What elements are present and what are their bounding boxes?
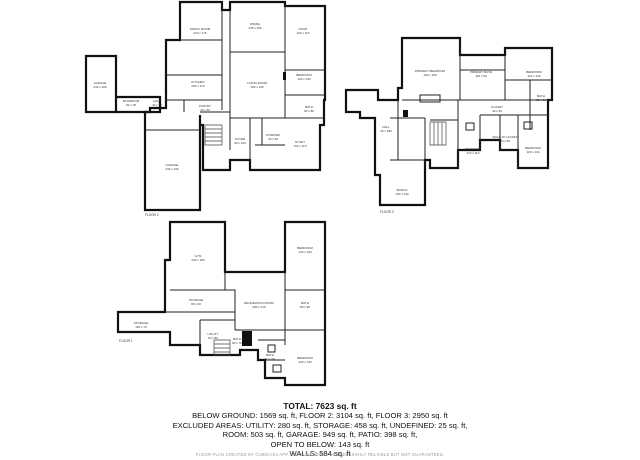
room-label: HALL [153,99,161,103]
room-label: UTILITY [207,332,218,336]
room-label: WALK-IN CLOSET [492,135,517,139]
summary-walls: WALLS: 584 sq. ft [289,449,351,459]
room-label: BATH [266,353,274,357]
room-size: 50 x 80 [536,98,546,102]
room-size: 40 x 70 [152,103,162,107]
room-label: POWDER [266,133,280,137]
room-label: DINING [250,22,261,26]
room-size: 180 x 190 [250,85,264,89]
room-size: 80 x 90 [300,305,310,309]
room-label: STORAGE [189,298,204,302]
floor-1-room-labels: GYM 220 x 180 BEDROOM 120 x 130 STORAGE … [134,246,314,364]
disclaimer-footer: FLOOR PLAN CREATED BY CUBICASA APP. MEAS… [195,452,445,457]
total-area: TOTAL: 7623 sq. ft [283,401,357,411]
room-size: 110 x 90 [475,74,487,78]
room-label: BEDROOM [297,246,313,250]
floor-plan-floor-1: GYM 220 x 180 BEDROOM 120 x 130 STORAGE … [116,220,327,387]
room-label: KITCHEN [191,80,204,84]
room-label: HALL [382,125,390,129]
room-size: 120 x 130 [298,360,312,364]
room-size: 230 x 240 [165,167,179,171]
room-size: 40 x 60 [492,109,502,113]
room-label: PANTRY [199,104,211,108]
room-label: BEDROOM [526,70,542,74]
room-size: 50 x 60 [265,357,275,361]
room-label: BEDROOM [525,146,541,150]
room-size: 110 x 110 [467,151,480,155]
floor-label: FLOOR 1 [119,339,133,343]
room-size: 60 x 80 [304,109,314,113]
floor-label: FLOOR 2 [145,213,159,217]
room-size: 82 x 78 [126,103,136,107]
room-size: 60 x 80 [208,336,218,340]
room-size: 120 x 130 [297,77,311,81]
room-label: BATH [233,337,241,341]
room-size: 70 x 60 [500,139,510,143]
room-label: STUDY [295,140,305,144]
room-label: BEDROOM [297,356,313,360]
room-label: FAMILY ROOM [190,27,211,31]
room-label: RECREATION ROOM [244,301,274,305]
room-label: MUDROOM [123,99,140,103]
floor-2-room-labels: GARAGE 243 x 200 MUDROOM 82 x 78 HALL 40… [93,22,314,171]
room-size: 100 x 110 [297,31,310,35]
room-size: 220 x 180 [191,258,205,262]
room-label: GYM [195,254,202,258]
room-label: LIVING ROOM [247,81,268,85]
room-size: 60 x 70 [232,341,242,345]
room-size: 190 x 160 [423,73,437,77]
room-size: 110 x 120 [528,74,541,78]
room-label: BEDROOM [296,73,312,77]
room-size: 243 x 200 [93,85,107,89]
room-size: 40 x 50 [200,108,210,112]
room-size: 200 x 170 [191,84,205,88]
room-size: 120 x 110 [527,150,540,154]
room-size: 40 x 50 [268,137,278,141]
room-label: NOOK [299,27,308,31]
room-label: BATH [537,94,545,98]
room-label: CLOSET [491,105,503,109]
room-label: PRIMARY BATH [470,70,492,74]
room-label: BEDROOM [465,147,481,151]
room-size: 210 x 175 [193,31,207,35]
room-label: FOYER [235,137,246,141]
floor-plan-floor-3: PRIMARY BEDROOM 190 x 160 PRIMARY BATH 1… [344,36,554,214]
room-size: 160 x 70 [135,325,147,329]
room-size: 145 x 150 [248,26,262,30]
room-size: 280 x 210 [252,305,266,309]
floor-label: FLOOR 3 [380,210,394,214]
summary-floors: BELOW GROUND: 1569 sq. ft, FLOOR 2: 3104… [192,411,448,421]
room-label: BATH [305,105,313,109]
room-size: 80 x 60 [191,302,201,306]
room-label: BONUS [397,188,408,192]
floor-plans: GARAGE 243 x 200 MUDROOM 82 x 78 HALL 40… [84,0,554,387]
room-label: GARAGE [166,163,179,167]
room-size: 110 x 110 [294,144,307,148]
room-size: 40 x 180 [380,129,392,133]
floor-plan-floor-2: GARAGE 243 x 200 MUDROOM 82 x 78 HALL 40… [84,0,327,217]
room-size: 90 x 120 [234,141,246,145]
summary-excluded-cont: ROOM: 503 sq. ft, GARAGE: 949 sq. ft, PA… [222,430,418,440]
room-size: 120 x 130 [298,250,312,254]
room-label: PRIMARY BEDROOM [415,69,445,73]
floor-3-room-labels: PRIMARY BEDROOM 190 x 160 PRIMARY BATH 1… [380,69,546,196]
room-size: 160 x 140 [395,192,409,196]
room-label: BATH [301,301,309,305]
area-summary: TOTAL: 7623 sq. ft BELOW GROUND: 1569 sq… [0,401,640,459]
summary-excluded: EXCLUDED AREAS: UTILITY: 280 sq. ft, STO… [172,420,468,430]
summary-open-to-below: OPEN TO BELOW: 143 sq. ft [270,439,370,449]
room-label: GARAGE [94,81,107,85]
room-label: STORAGE [134,321,149,325]
